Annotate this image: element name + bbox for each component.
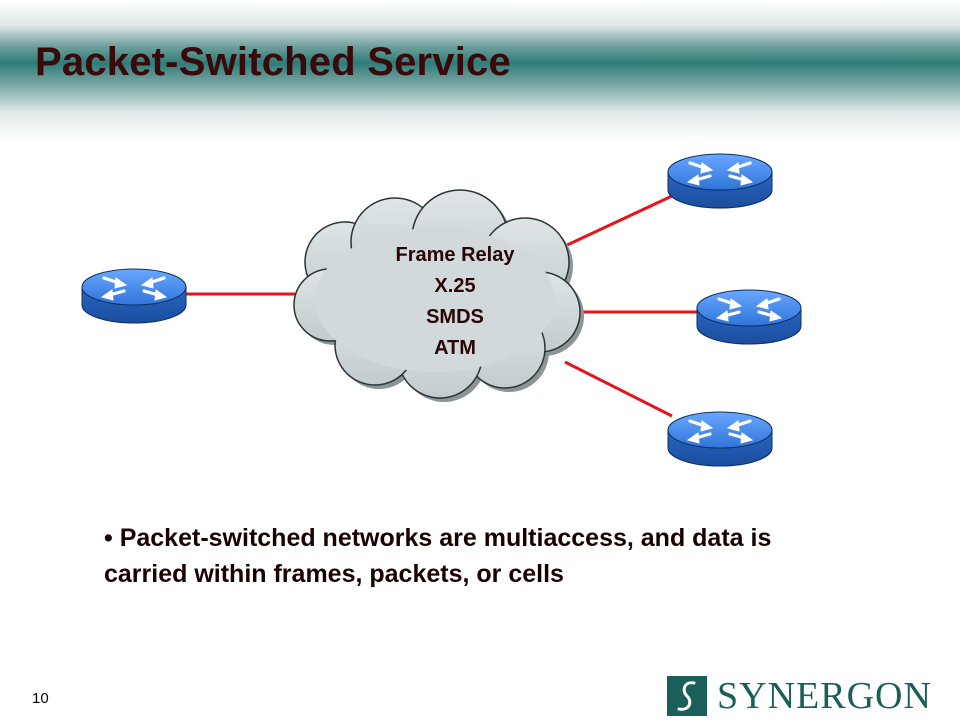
synergon-logo-text: SYNERGON xyxy=(717,675,932,717)
link-top-right xyxy=(564,194,673,248)
slide-title: Packet-Switched Service xyxy=(35,40,511,84)
cloud-label-line: SMDS xyxy=(426,306,484,328)
cloud-label-line: Frame Relay xyxy=(395,244,515,266)
cloud-label: Frame Relay X.25 SMDS ATM xyxy=(335,240,575,364)
router-top-right-icon xyxy=(666,152,774,210)
router-middle-right-icon xyxy=(695,288,803,346)
link-bottom-right xyxy=(564,360,673,418)
bullet-dot: • xyxy=(104,524,120,552)
cloud-label-line: ATM xyxy=(434,337,476,359)
router-left-icon xyxy=(80,267,188,325)
router-bottom-right-icon xyxy=(666,410,774,468)
bullet-text: Packet-switched networks are multiaccess… xyxy=(104,524,772,588)
page-number: 10 xyxy=(32,690,49,707)
synergon-logo: SYNERGON xyxy=(667,676,932,716)
wan-cloud-body xyxy=(293,189,581,399)
synergon-logo-mark-icon xyxy=(667,676,707,716)
cloud-label-line: X.25 xyxy=(434,275,476,297)
bullet-point: • Packet-switched networks are multiacce… xyxy=(104,520,804,592)
title-band xyxy=(0,0,960,140)
